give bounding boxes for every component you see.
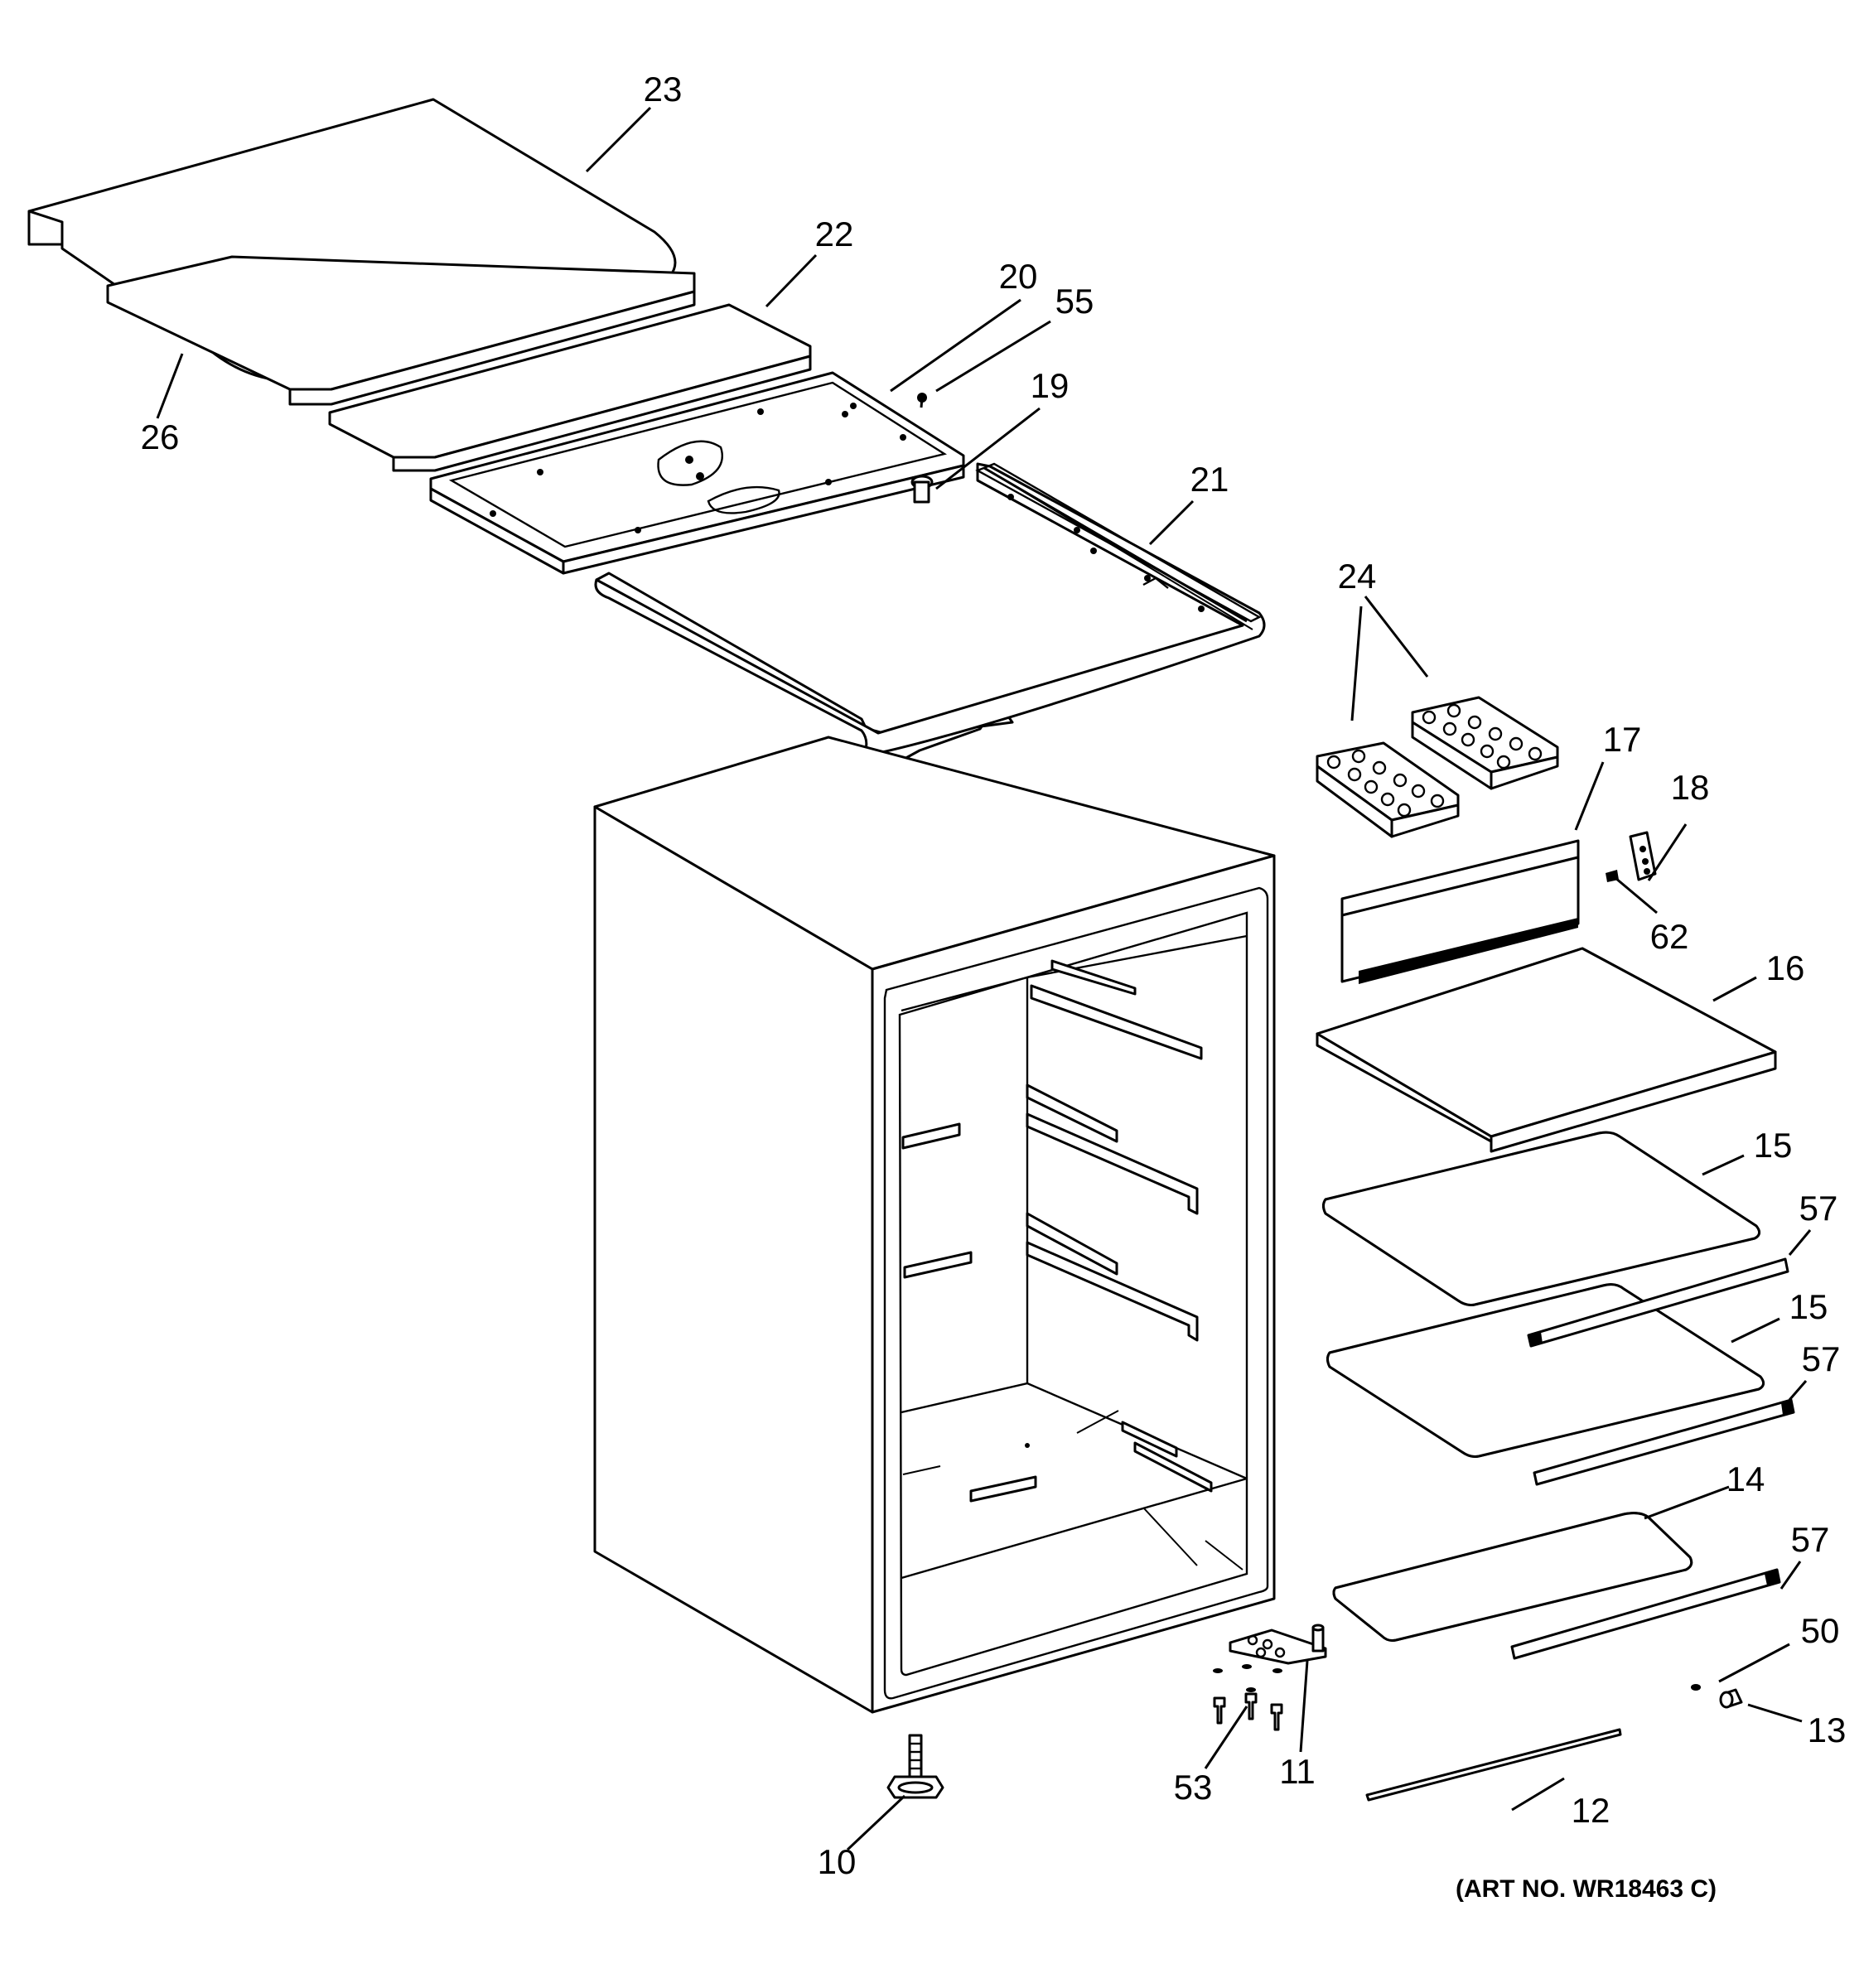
leader-24b [1364, 596, 1429, 678]
part-12-rod [1365, 1728, 1622, 1802]
leader-12 [1511, 1777, 1565, 1812]
part-57-shelf-trim-1 [1527, 1257, 1789, 1348]
part-50-clip [1691, 1684, 1701, 1691]
callout-50: 50 [1801, 1611, 1840, 1650]
leader-20 [890, 298, 1021, 393]
callout-20: 20 [999, 257, 1038, 296]
part-18-hinge-bracket [1629, 831, 1657, 881]
leader-55 [935, 320, 1051, 393]
cabinet-body [593, 736, 1276, 1714]
part-55-screw [917, 393, 927, 408]
part-57-shelf-trim-3 [1510, 1568, 1781, 1660]
callout-13: 13 [1808, 1711, 1847, 1749]
leader-15b [1731, 1317, 1780, 1344]
callout-19: 19 [1031, 366, 1070, 405]
part-22-door-liner [328, 303, 812, 472]
leader-13 [1747, 1703, 1803, 1723]
part-20-door-frame [429, 371, 965, 575]
leader-16 [1712, 976, 1757, 1002]
art-number-label: (ART NO. WR18463 C) [1456, 1875, 1717, 1903]
callout-57-middle: 57 [1802, 1339, 1841, 1378]
leader-50 [1718, 1643, 1790, 1683]
part-24-ice-tray-right [1411, 696, 1559, 790]
callout-53: 53 [1174, 1768, 1213, 1807]
leader-62 [1615, 876, 1658, 914]
leader-lines [156, 106, 1812, 1851]
part-11-hinge [1229, 1624, 1327, 1665]
part-24-ice-tray-left [1316, 741, 1460, 838]
cabinet-hatch-marks [902, 1410, 1243, 1571]
leader-15a [1702, 1154, 1745, 1176]
leader-57a [1788, 1229, 1812, 1256]
callout-12: 12 [1572, 1791, 1610, 1830]
part-13-cap [1719, 1688, 1743, 1709]
leader-21 [1148, 499, 1195, 546]
callout-62: 62 [1650, 917, 1689, 956]
callout-57-lower: 57 [1791, 1520, 1830, 1559]
part-14-wire-shelf [1332, 1512, 1693, 1642]
callout-10: 10 [818, 1842, 857, 1881]
leader-57b [1788, 1380, 1808, 1401]
callout-14: 14 [1726, 1460, 1765, 1498]
callout-26: 26 [141, 417, 180, 456]
leader-19 [935, 407, 1041, 490]
leader-10 [846, 1794, 906, 1851]
part-57-shelf-trim-2 [1533, 1398, 1795, 1486]
part-16-chiller-shelf [1316, 947, 1777, 1153]
callout-23: 23 [644, 70, 683, 109]
callout-18: 18 [1671, 768, 1710, 807]
part-19-door-stop [910, 475, 934, 504]
callout-21: 21 [1190, 460, 1229, 499]
callout-24: 24 [1338, 557, 1377, 596]
leader-11 [1299, 1660, 1309, 1753]
part-53-screws [1213, 1664, 1283, 1731]
part-17-chiller-tray [1340, 839, 1580, 984]
leader-53 [1204, 1706, 1248, 1769]
callout-11: 11 [1279, 1752, 1316, 1791]
callout-labels: 23 26 22 20 55 19 21 24 17 18 62 16 15 5… [141, 70, 1847, 1881]
leader-23 [585, 106, 652, 173]
leader-22 [765, 253, 818, 308]
callout-15-lower: 15 [1789, 1287, 1828, 1326]
leader-14 [1644, 1485, 1730, 1520]
callout-22: 22 [815, 215, 854, 253]
leader-26 [156, 353, 184, 419]
callout-16: 16 [1766, 948, 1805, 987]
part-15-wire-shelf-lower [1326, 1283, 1765, 1458]
callout-17: 17 [1603, 720, 1642, 759]
leader-24a [1350, 606, 1363, 721]
callout-15-upper: 15 [1754, 1126, 1793, 1165]
leader-18 [1647, 823, 1688, 881]
part-10-leveling-leg [886, 1734, 944, 1799]
callout-55: 55 [1055, 282, 1094, 321]
part-21-door-gasket [594, 462, 1266, 780]
leader-57c [1779, 1561, 1802, 1590]
callout-57-upper: 57 [1799, 1189, 1838, 1228]
part-15-wire-shelf-upper [1322, 1131, 1760, 1306]
part-26-door-insulation [106, 255, 696, 406]
leader-17 [1574, 761, 1605, 831]
